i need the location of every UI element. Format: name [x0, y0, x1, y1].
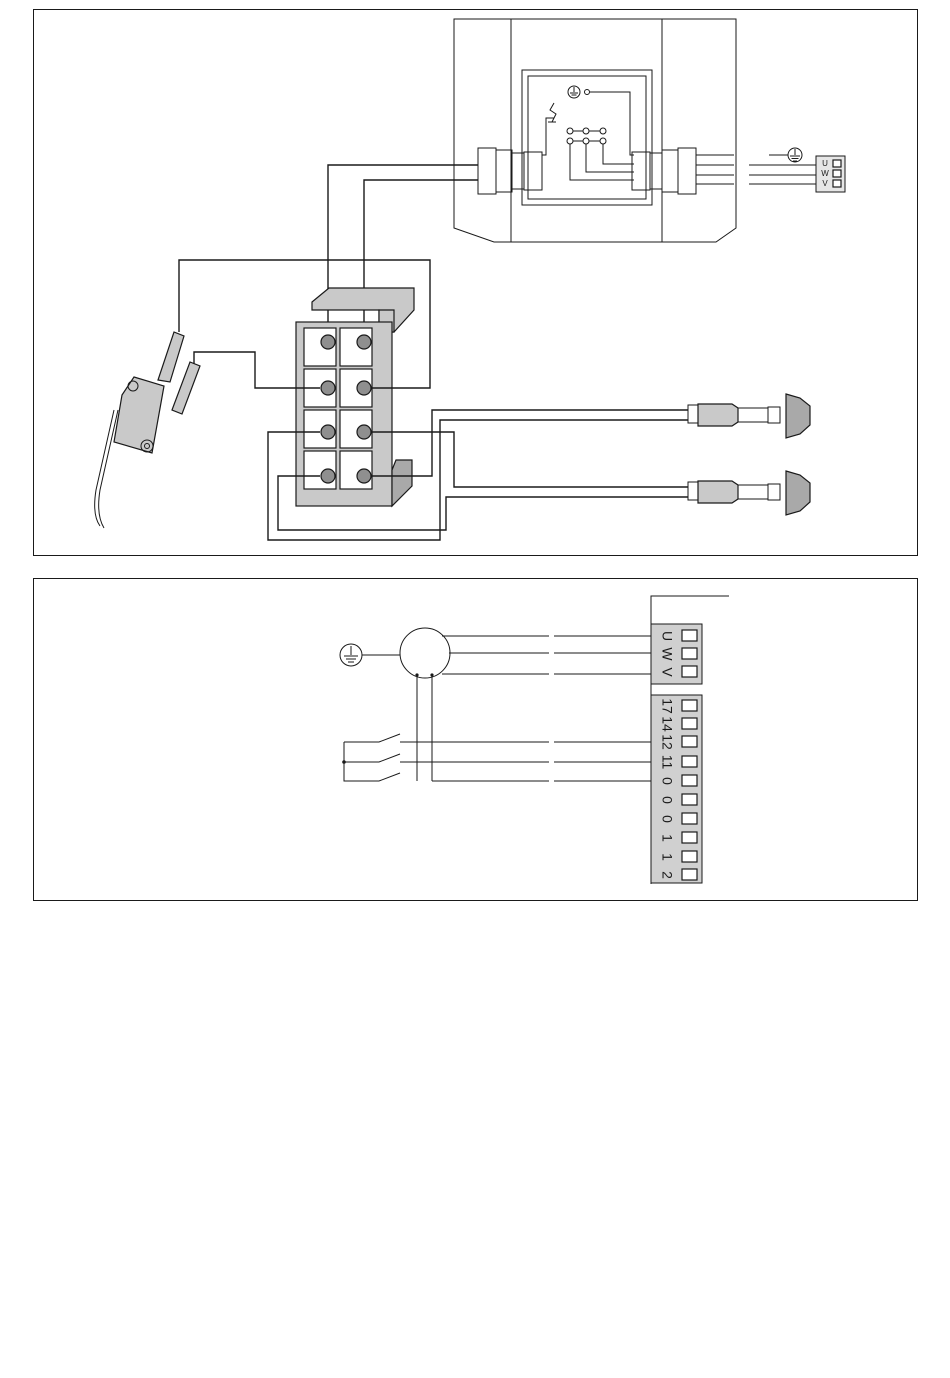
power-terminal-label: U: [659, 631, 675, 641]
power-wires: [442, 636, 651, 674]
control-terminal-label: 0: [659, 796, 675, 804]
cable-gland-left: [478, 148, 542, 194]
motor-terminal-label: V: [822, 179, 828, 188]
motor-terminal-label: U: [822, 159, 828, 168]
control-terminal-label: 12: [659, 734, 675, 750]
control-terminal-label: 1: [659, 834, 675, 842]
control-terminal-label: 1: [659, 853, 675, 861]
wiring-illustration: U W V: [34, 10, 917, 555]
control-terminal-label: 0: [659, 815, 675, 823]
control-terminal-label: 17: [659, 698, 675, 714]
power-terminal-block: U W V: [651, 624, 702, 684]
control-terminal-label: 0: [659, 777, 675, 785]
control-terminal-label: 11: [659, 755, 675, 770]
push-button-1: [688, 394, 810, 438]
wiring-illustration-panel: U W V: [33, 9, 918, 556]
control-terminal-block: 17 14 12 11 0 0 0 1 1 2: [651, 695, 702, 883]
cable-gland-right: [632, 148, 696, 194]
connector-block: [296, 288, 414, 506]
schematic-panel: U W V 17 14 12 11 0 0 0 1 1 2: [33, 578, 918, 901]
motor-terminal-block: U W V: [816, 156, 845, 192]
motor-terminal-label: W: [821, 169, 829, 178]
ground-symbol-icon: [568, 86, 634, 155]
power-terminal-label: W: [659, 647, 675, 661]
power-terminal-label: V: [659, 667, 675, 677]
limit-switch: [95, 332, 200, 528]
ground-symbol-icon: [340, 644, 400, 666]
switch-circuit: [342, 675, 651, 781]
schematic-diagram: U W V 17 14 12 11 0 0 0 1 1 2: [34, 579, 917, 900]
supply-wires: [696, 155, 816, 184]
control-terminal-label: 14: [659, 716, 675, 732]
thermal-contact-icon: [542, 103, 556, 155]
ground-symbol-icon: [788, 148, 802, 162]
control-terminal-label: 2: [659, 871, 675, 879]
motor-internal-terminals: [567, 128, 634, 180]
push-button-2: [688, 471, 810, 515]
